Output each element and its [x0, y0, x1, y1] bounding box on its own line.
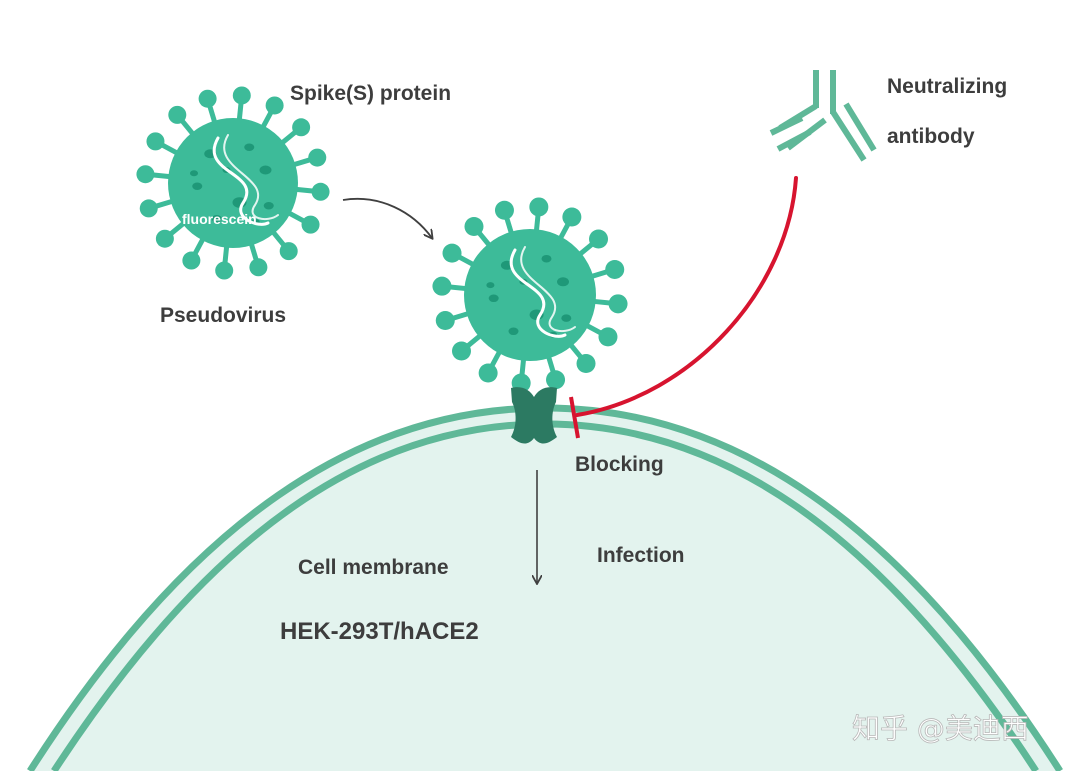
ace2-receptor-icon [511, 387, 557, 444]
antibody-label: antibody [887, 125, 975, 148]
blocking-line [575, 176, 798, 417]
bound-virus-icon [432, 197, 628, 393]
blocking-bar [569, 396, 580, 439]
fluorescein-label: fluorescein [182, 211, 257, 227]
cell-membrane-label: Cell membrane [298, 556, 449, 579]
infection-label: Infection [597, 544, 685, 567]
cell-interior [30, 408, 1060, 771]
binding-arrow [342, 198, 432, 238]
spike-protein-label: Spike(S) protein [290, 82, 451, 105]
neutralizing-label: Neutralizing [887, 75, 1007, 98]
pseudovirus-icon [136, 86, 330, 280]
antibody-icon [769, 70, 877, 162]
blocking-label: Blocking [575, 453, 664, 476]
cell-line-label: HEK-293T/hACE2 [280, 618, 479, 645]
watermark: 知乎 @美迪西 [852, 712, 1029, 745]
pseudovirus-label: Pseudovirus [160, 304, 286, 327]
